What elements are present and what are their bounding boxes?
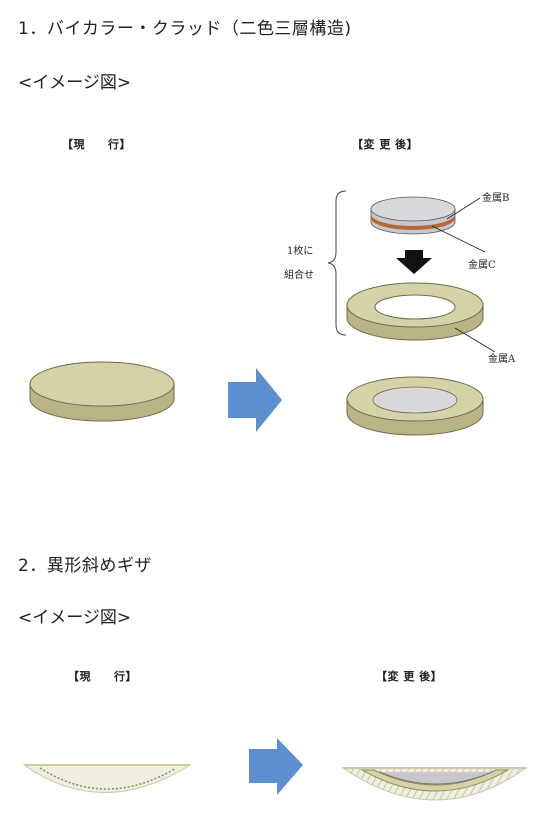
metal-a-label: 金属A [488, 352, 516, 365]
combine-down-arrow [396, 250, 432, 274]
current-coin [29, 361, 175, 422]
transition-arrow-2 [249, 738, 303, 795]
clad-core-disk [370, 196, 456, 235]
section1-subtitle: <イメージ図> [18, 73, 132, 93]
section2-title: 2．異形斜めギザ [18, 556, 152, 576]
section1-label-after: 【変 更 後】 [352, 138, 419, 151]
combine-label-line1: 1枚に [287, 244, 313, 257]
metal-c-pointer [431, 225, 486, 253]
transition-arrow-1 [228, 368, 282, 432]
section1-label-current: 【現 行】 [62, 138, 131, 151]
section2-label-after: 【変 更 後】 [376, 670, 443, 683]
metal-a-pointer [454, 327, 496, 353]
ring-metal-a [346, 282, 484, 341]
combine-label-line2: 組合せ [284, 268, 314, 281]
after-coin-edge [341, 767, 528, 801]
section2-label-current: 【現 行】 [68, 670, 137, 683]
metal-b-label: 金属B [482, 191, 509, 204]
metal-c-label: 金属C [468, 258, 496, 271]
section1-title: 1．バイカラー・クラッド（二色三層構造) [18, 19, 352, 39]
brace-bracket [327, 190, 347, 336]
combined-coin [346, 376, 484, 436]
section2-subtitle: <イメージ図> [18, 608, 132, 628]
current-coin-edge [22, 764, 192, 793]
metal-b-pointer [446, 197, 481, 220]
